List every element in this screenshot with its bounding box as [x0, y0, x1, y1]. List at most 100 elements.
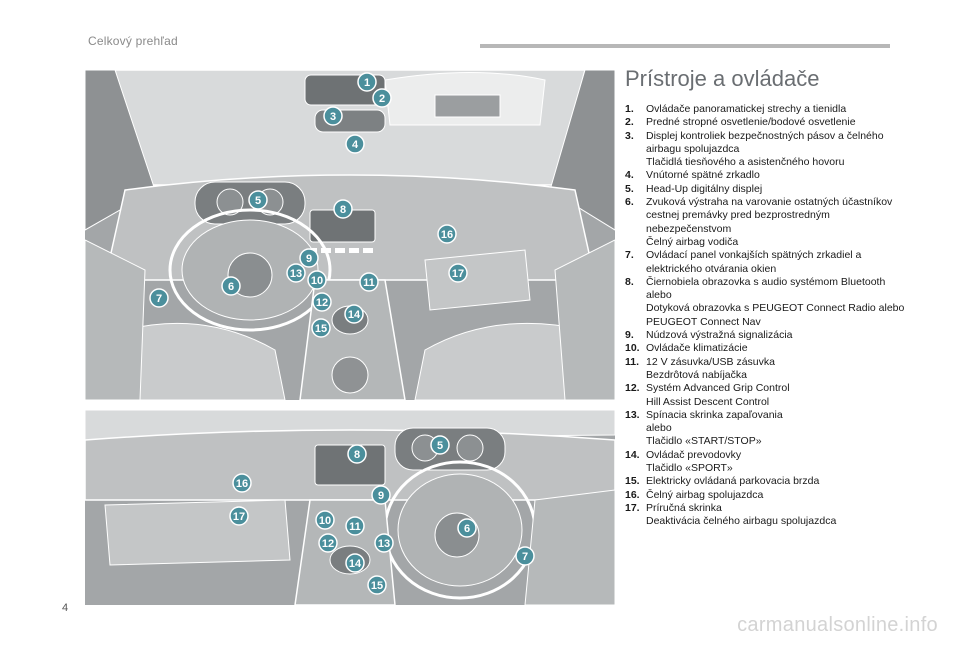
callout-8: 8	[333, 199, 353, 219]
legend-item-number: 4.	[625, 169, 634, 182]
callout-b-16-label: 16	[236, 478, 248, 490]
callout-b-5: 5	[430, 435, 450, 455]
callout-1: 1	[357, 72, 377, 92]
legend-item-number: 5.	[625, 182, 634, 195]
legend-item-number: 9.	[625, 329, 634, 342]
legend-item-line: alebo	[646, 422, 672, 435]
legend-item-line: Ovládací panel vonkajších spätných zrkad…	[646, 249, 862, 275]
callout-16: 16	[437, 224, 457, 244]
legend-item-line: Ovládače panoramatickej strechy a tienid…	[646, 103, 847, 115]
cockpit-drawing-bottom: 5 6 7 8 9 10 11 12 13 14 15 16 17	[85, 410, 615, 605]
callout-b-12: 12	[318, 533, 338, 553]
callout-b-10: 10	[315, 510, 335, 530]
callout-7: 7	[149, 288, 169, 308]
legend-item-number: 6.	[625, 196, 634, 209]
callout-9: 9	[299, 248, 319, 268]
callout-6: 6	[221, 276, 241, 296]
callout-6-label: 6	[228, 281, 234, 293]
callout-16-label: 16	[441, 229, 453, 241]
callout-b-15-label: 15	[371, 580, 383, 592]
callout-b-12-label: 12	[322, 538, 334, 550]
legend-item-line: Predné stropné osvetlenie/bodové osvetle…	[646, 116, 856, 129]
callout-b-6: 6	[457, 518, 477, 538]
legend-item-line: Displej kontroliek bezpečnostných pásov …	[646, 129, 884, 155]
callout-b-9: 9	[371, 485, 391, 505]
legend-item-line: Čiernobiela obrazovka s audio systémom B…	[646, 275, 886, 288]
legend-item-number: 8.	[625, 275, 634, 288]
callout-b-13: 13	[374, 533, 394, 553]
callout-b-6-label: 6	[464, 523, 470, 535]
legend-item-number: 12.	[625, 382, 640, 395]
legend-item-line: Systém Advanced Grip Control	[646, 382, 790, 395]
callout-b-7: 7	[515, 546, 535, 566]
legend-item-number: 2.	[625, 116, 634, 129]
callout-11: 11	[359, 272, 379, 292]
legend-item-line: Čelný airbag spolujazdca	[646, 488, 764, 501]
legend-item: 2. Predné stropné osvetlenie/bodové osvet…	[625, 116, 905, 129]
legend-item: 5. Head-Up digitálny displej	[625, 183, 905, 196]
callout-17: 17	[448, 263, 468, 283]
callout-9-label: 9	[306, 253, 312, 265]
callout-b-13-label: 13	[378, 538, 390, 550]
callout-b-17-label: 17	[233, 511, 245, 523]
legend-item: 16.Čelný airbag spolujazdca	[625, 489, 905, 502]
callout-14-label: 14	[348, 309, 361, 321]
section-title: Prístroje a ovládače	[625, 66, 820, 91]
callout-b-14: 14	[345, 553, 365, 573]
callout-b-9-label: 9	[378, 490, 384, 502]
callout-10: 10	[307, 270, 327, 290]
legend-item: 8. Čiernobiela obrazovka s audio systémom…	[625, 276, 905, 329]
callout-b-17: 17	[229, 506, 249, 526]
callout-5: 5	[248, 190, 268, 210]
callout-2: 2	[372, 88, 392, 108]
legend-item-text: Núdzová výstražná signalizácia	[646, 329, 905, 342]
page-number: 4	[62, 602, 69, 614]
legend-item-line: Čelný airbag vodiča	[646, 235, 739, 248]
legend-item-text: Ovládače klimatizácie	[646, 342, 905, 355]
legend-item: 1.Ovládače panoramatickej strechy a tien…	[625, 103, 905, 116]
legend-item-text: Head-Up digitálny displej	[646, 183, 905, 196]
callout-b-7-label: 7	[522, 551, 528, 563]
legend-item-line: Vnútorné spätné zrkadlo	[646, 169, 760, 182]
callout-b-5-label: 5	[437, 440, 443, 452]
legend-item-line: Deaktivácia čelného airbagu spolujazdca	[646, 515, 837, 528]
legend-item-number: 15.	[625, 475, 640, 488]
callout-b-16: 16	[232, 473, 252, 493]
legend-item-text: Čelný airbag spolujazdca	[646, 489, 905, 502]
legend-item-line: Spínacia skrinka zapaľovania	[646, 408, 783, 421]
legend-item-line: Zvuková výstraha na varovanie ostatných …	[646, 196, 893, 235]
legend-item-number: 7.	[625, 249, 634, 262]
callout-4-label: 4	[352, 139, 359, 151]
legend-item-text: Čiernobiela obrazovka s audio systémom B…	[646, 276, 905, 329]
legend-item-line: Hill Assist Descent Control	[646, 395, 770, 408]
legend-item-line: Elektricky ovládaná parkovacia brzda	[646, 475, 820, 488]
callout-13: 13	[286, 263, 306, 283]
cockpit-illustration-top: 1 2 3 4 5 6 7 8 9 10 11 12 13 14 15 16 1…	[85, 70, 615, 400]
callout-b-15: 15	[367, 575, 387, 595]
component-legend: 1.Ovládače panoramatickej strechy a tien…	[625, 103, 905, 529]
legend-item-line: Bezdrôtová nabíjačka	[646, 368, 747, 381]
legend-item-line: Dotyková obrazovka s PEUGEOT Connect Rad…	[646, 302, 905, 328]
legend-item-number: 14.	[625, 448, 640, 461]
legend-item-line: Príručná skrinka	[646, 501, 722, 514]
legend-item-text: Ovládací panel vonkajších spätných zrkad…	[646, 249, 905, 276]
legend-item-text: Vnútorné spätné zrkadlo	[646, 169, 905, 182]
legend-item: 15. Elektricky ovládaná parkovacia brzda	[625, 475, 905, 488]
legend-item: 9. Núdzová výstražná signalizácia	[625, 329, 905, 342]
callout-12: 12	[312, 292, 332, 312]
legend-item-text: Predné stropné osvetlenie/bodové osvetle…	[646, 116, 905, 129]
callout-11-label: 11	[363, 277, 375, 289]
legend-item: 10.Ovládače klimatizácie	[625, 342, 905, 355]
callout-5-label: 5	[255, 195, 261, 207]
legend-item-line: alebo	[646, 289, 672, 302]
callout-15-label: 15	[315, 323, 327, 335]
legend-item-line: Ovládače klimatizácie	[646, 342, 748, 355]
callout-2-label: 2	[379, 93, 385, 105]
callout-3-label: 3	[330, 111, 336, 123]
